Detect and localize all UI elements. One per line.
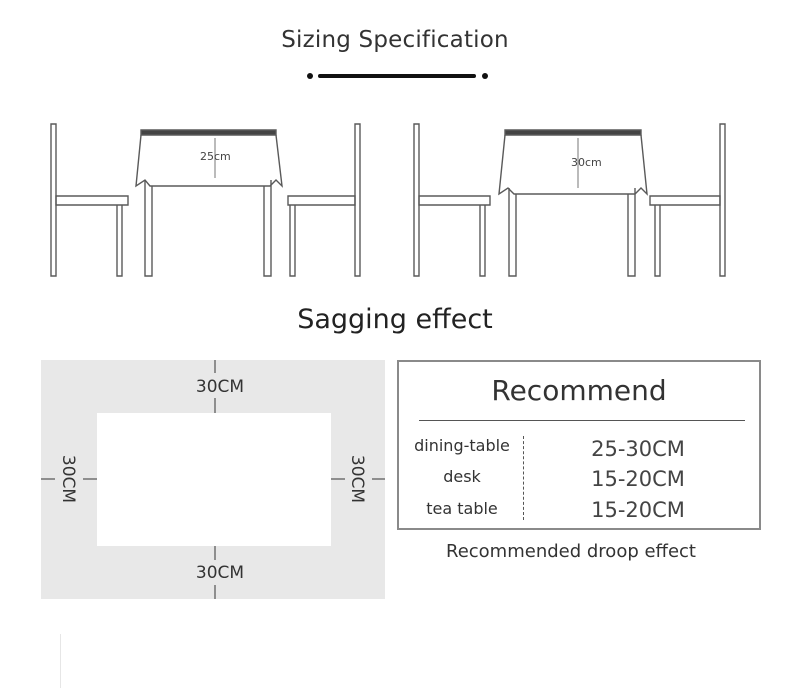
recommend-row-value: 15-20CM — [591, 498, 685, 522]
recommend-caption: Recommended droop effect — [446, 541, 696, 562]
top-overhang-label: 30CM — [196, 377, 244, 397]
recommend-row-value: 15-20CM — [591, 467, 685, 491]
table-with-cloth-icon — [498, 129, 648, 277]
left-chair-icon — [413, 123, 491, 277]
page-title: Sizing Specification — [281, 27, 509, 53]
right-chair-icon — [287, 123, 361, 277]
recommend-divider — [419, 420, 745, 421]
left-chair-icon — [50, 123, 129, 277]
title-decoration-line — [318, 74, 476, 78]
recommend-row-value: 25-30CM — [591, 437, 685, 461]
table-illustrations: 25cm 30cm — [50, 123, 726, 277]
drop-label-25cm: 25cm — [200, 150, 231, 163]
recommend-row-label: desk — [443, 467, 481, 486]
drop-label-30cm: 30cm — [571, 156, 602, 169]
recommend-box: Recommend dining-table 25-30CM desk 15-2… — [397, 360, 761, 530]
right-chair-icon — [649, 123, 726, 277]
title-decoration-right-dot — [482, 73, 488, 79]
divider-line — [60, 634, 61, 688]
recommend-title: Recommend — [491, 374, 667, 407]
recommend-row-label: dining-table — [414, 436, 510, 455]
right-overhang-label: 30CM — [347, 455, 367, 503]
table-top-area — [97, 413, 331, 546]
left-overhang-label: 30CM — [58, 455, 78, 503]
bottom-overhang-label: 30CM — [196, 563, 244, 583]
illustration-30cm — [413, 123, 726, 277]
recommend-row-label: tea table — [426, 499, 498, 518]
recommend-column-divider — [523, 436, 524, 520]
sagging-title: Sagging effect — [297, 304, 493, 335]
illustration-25cm — [50, 123, 361, 277]
title-decoration-left-dot — [307, 73, 313, 79]
table-with-cloth-icon — [135, 129, 283, 277]
